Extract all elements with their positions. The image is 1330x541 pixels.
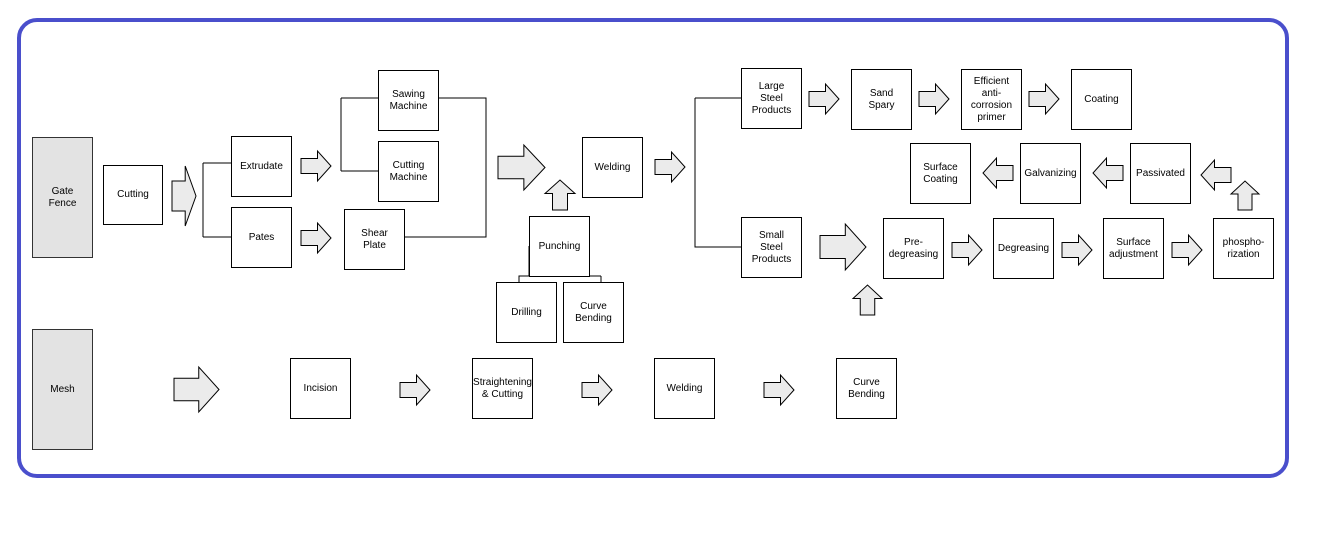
small-steel-products-label: Small Steel Products: [751, 229, 792, 265]
surface-coating-label: Surface Coating: [923, 161, 958, 185]
cutting-machine-label: Cutting Machine: [389, 159, 428, 183]
arrow-extrudate-to-machines: [300, 149, 332, 183]
small-steel-products-box: Small Steel Products: [741, 217, 802, 278]
welding-top-box: Welding: [582, 137, 643, 198]
welding-top-label: Welding: [594, 161, 631, 173]
cutting-label: Cutting: [117, 189, 149, 200]
arrow-welding-to-products: [654, 150, 686, 184]
arrow-passivated-to-galvanizing: [1092, 156, 1124, 190]
arrow-cutting-to-split: [171, 165, 197, 227]
shear-plate-label: Shear Plate: [361, 227, 388, 251]
arrow-up-to-pre-degreasing: [851, 284, 884, 316]
surface-adjustment-label: Surface adjustment: [1109, 236, 1158, 260]
mesh-box: Mesh: [32, 329, 93, 450]
drilling-box: Drilling: [496, 282, 557, 343]
degreasing-label: Degreasing: [997, 242, 1050, 254]
passivated-box: Passivated: [1130, 143, 1191, 204]
large-steel-products-box: Large Steel Products: [741, 68, 802, 129]
connector-product-split: [694, 97, 741, 248]
efficient-primer-label: Efficient anti- corrosion primer: [970, 75, 1013, 123]
connector-cutting-split: [202, 162, 231, 238]
arrow-large-to-sand: [808, 82, 840, 116]
surface-coating-box: Surface Coating: [910, 143, 971, 204]
arrow-into-passivated: [1200, 158, 1232, 192]
arrow-primer-to-coating: [1028, 82, 1060, 116]
pre-degreasing-box: Pre- degreasing: [883, 218, 944, 279]
drilling-label: Drilling: [511, 306, 542, 318]
pates-box: Pates: [231, 207, 292, 268]
sawing-machine-label: Sawing Machine: [389, 88, 428, 112]
curve-bending-bottom-box: Curve Bending: [836, 358, 897, 419]
diagram-frame: [17, 18, 1289, 478]
galvanizing-label: Galvanizing: [1024, 167, 1077, 179]
connector-machine-split: [340, 97, 378, 172]
arrow-phosphorization-up: [1229, 180, 1261, 211]
pre-degreasing-label: Pre- degreasing: [888, 236, 939, 260]
sand-spary-box: Sand Spary: [851, 69, 912, 130]
incision-label: Incision: [303, 382, 338, 394]
passivated-label: Passivated: [1136, 167, 1185, 179]
arrow-small-to-pre-degreasing: [819, 222, 867, 272]
curve-bending-top-label: Curve Bending: [575, 300, 612, 324]
arrow-galvanizing-to-surface-coating: [982, 156, 1014, 190]
arrow-straightening-to-welding: [581, 373, 613, 407]
connector-merge-to-welding: [404, 97, 487, 238]
cutting-machine-box: Cutting Machine: [378, 141, 439, 202]
efficient-primer-box: Efficient anti- corrosion primer: [961, 69, 1022, 130]
arrow-pates-to-shear: [300, 221, 332, 255]
cutting-box: Cutting: [103, 165, 163, 225]
arrow-punching-to-welding: [543, 179, 577, 211]
large-steel-products-label: Large Steel Products: [751, 80, 792, 116]
welding-bottom-box: Welding: [654, 358, 715, 419]
punching-label: Punching: [538, 240, 581, 252]
arrow-incision-to-straightening: [399, 373, 431, 407]
sand-spary-label: Sand Spary: [868, 87, 895, 111]
galvanizing-box: Galvanizing: [1020, 143, 1081, 204]
arrow-merge-to-welding: [497, 143, 546, 192]
arrow-degreasing-to-surface-adjustment: [1061, 233, 1093, 267]
surface-adjustment-box: Surface adjustment: [1103, 218, 1164, 279]
extrudate-box: Extrudate: [231, 136, 292, 197]
gate-fence-box: Gate Fence: [32, 137, 93, 258]
straightening-cutting-box: Straightening & Cutting: [472, 358, 533, 419]
coating-label: Coating: [1084, 93, 1119, 105]
sawing-machine-box: Sawing Machine: [378, 70, 439, 131]
pates-label: Pates: [248, 231, 275, 243]
welding-bottom-label: Welding: [666, 382, 703, 394]
arrow-adjustment-to-phosphorization: [1171, 233, 1203, 267]
extrudate-label: Extrudate: [240, 160, 283, 172]
phosphorization-label: phospho- rization: [1222, 236, 1265, 260]
arrow-sand-to-primer: [918, 82, 950, 116]
arrow-mesh-to-incision: [173, 365, 220, 414]
arrow-welding-to-curve-bending: [763, 373, 795, 407]
shear-plate-box: Shear Plate: [344, 209, 405, 270]
curve-bending-bottom-label: Curve Bending: [848, 376, 885, 400]
arrow-pre-to-degreasing: [951, 233, 983, 267]
punching-box: Punching: [529, 216, 590, 277]
degreasing-box: Degreasing: [993, 218, 1054, 279]
curve-bending-top-box: Curve Bending: [563, 282, 624, 343]
phosphorization-box: phospho- rization: [1213, 218, 1274, 279]
flow-arrows: [171, 82, 1261, 414]
straightening-cutting-label: Straightening & Cutting: [473, 376, 532, 400]
gate-fence-label: Gate Fence: [48, 185, 77, 209]
incision-box: Incision: [290, 358, 351, 419]
coating-box: Coating: [1071, 69, 1132, 130]
mesh-label: Mesh: [50, 383, 75, 395]
